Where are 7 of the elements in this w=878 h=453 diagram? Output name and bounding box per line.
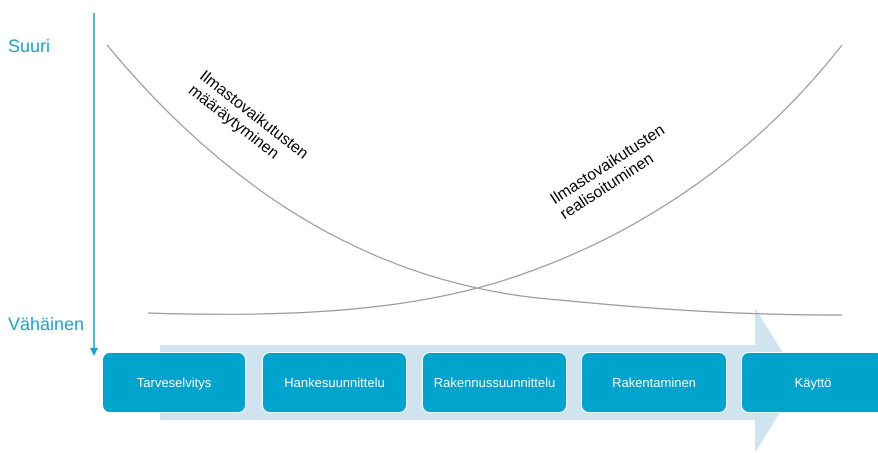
process-box: Hankesuunnittelu [262, 352, 407, 413]
process-box: Käyttö [741, 352, 878, 413]
axis-label: Suuri [8, 36, 50, 57]
process-box: Rakennussuunnittelu [422, 352, 567, 413]
process-box: Tarveselvitys [102, 352, 246, 413]
axis-label: Vähäinen [8, 314, 84, 335]
process-box: Rakentaminen [581, 352, 727, 413]
